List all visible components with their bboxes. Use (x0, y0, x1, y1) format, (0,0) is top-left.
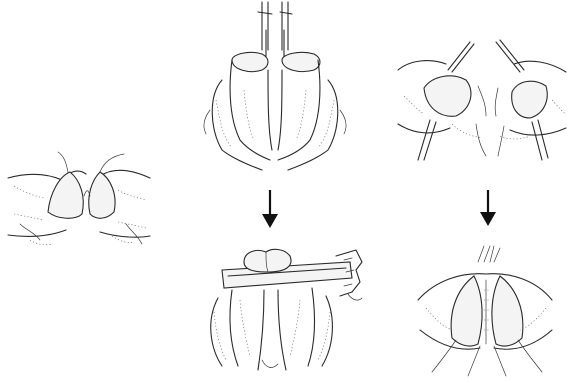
panel-top-middle (204, 2, 346, 170)
right-anastomosis-side (492, 276, 523, 346)
arrow-middle (262, 190, 278, 228)
arrow-down-icon (480, 212, 496, 226)
bowel-ends-closed (244, 249, 291, 272)
right-clamped-opening (512, 81, 548, 118)
panel-top-right (398, 40, 566, 160)
arrow-down-icon (262, 214, 278, 228)
panel-left (8, 152, 150, 245)
bowel-lumen-right (282, 52, 320, 71)
left-anastomosis-side (451, 276, 482, 346)
left-clamped-opening (424, 76, 471, 116)
right-bowel-opening (89, 172, 115, 218)
panel-bottom-right (418, 246, 552, 376)
left-bowel-opening (48, 172, 83, 218)
arrow-right (480, 190, 496, 226)
panel-bottom-middle (211, 249, 362, 370)
bowel-lumen-left (232, 52, 268, 71)
